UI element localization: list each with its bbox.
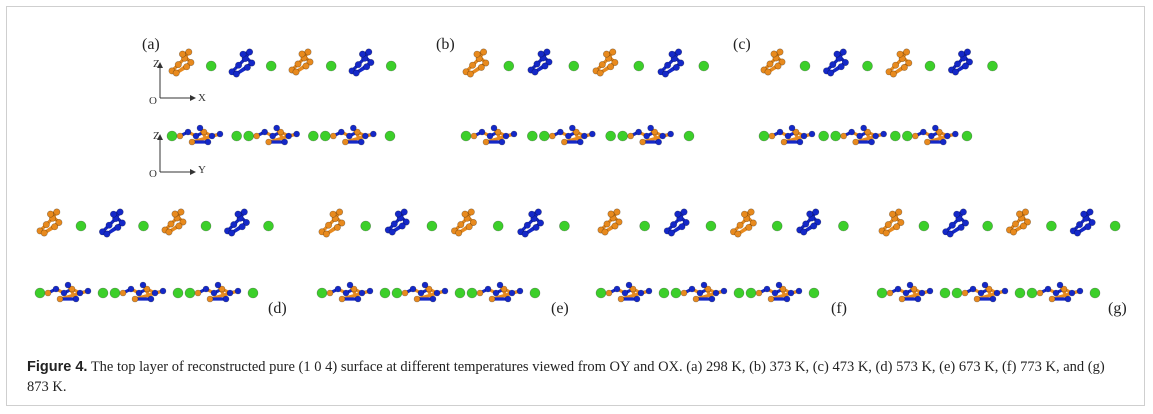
panel-e-oy-view [316, 281, 541, 303]
axis-z-label-bottom: Z [153, 130, 160, 142]
panel-a-ox-view [168, 48, 397, 78]
axis-z-label-top: Z [153, 58, 160, 70]
axis-x-label: X [198, 92, 206, 104]
panel-b-ox-view [462, 48, 710, 78]
figure-caption-text: The top layer of reconstructed pure (1 0… [27, 359, 1105, 395]
panel-c-oy-view [758, 124, 973, 146]
figure-caption: Figure 4. The top layer of reconstructed… [27, 357, 1127, 397]
axis-y-label: Y [198, 164, 206, 176]
panel-label-e: (e) [551, 300, 569, 317]
panel-label-a: (a) [142, 36, 160, 53]
axis-origin-label-top: O [149, 95, 157, 107]
figure-frame [6, 6, 1145, 406]
panel-c-ox-view [760, 48, 998, 78]
panel-label-b: (b) [436, 36, 455, 53]
axis-yz-diagram [157, 134, 196, 175]
panel-g-oy-view [876, 281, 1101, 303]
panel-g-ox-view [878, 208, 1121, 238]
panel-d-ox-view [36, 208, 274, 238]
panel-d-oy-view [34, 281, 259, 303]
panel-label-d: (d) [268, 300, 287, 317]
panel-label-g: (g) [1108, 300, 1127, 317]
panel-f-oy-view [595, 281, 820, 303]
panel-e-ox-view [318, 208, 570, 238]
figure-label: Figure 4. [27, 359, 88, 375]
panel-label-f: (f) [831, 300, 847, 317]
panel-a-oy-view [166, 124, 396, 146]
panel-label-c: (c) [733, 36, 751, 53]
axis-origin-label-bottom: O [149, 168, 157, 180]
panel-b-oy-view [460, 124, 695, 146]
axis-xz-diagram [157, 62, 196, 101]
panel-f-ox-view [597, 208, 849, 238]
